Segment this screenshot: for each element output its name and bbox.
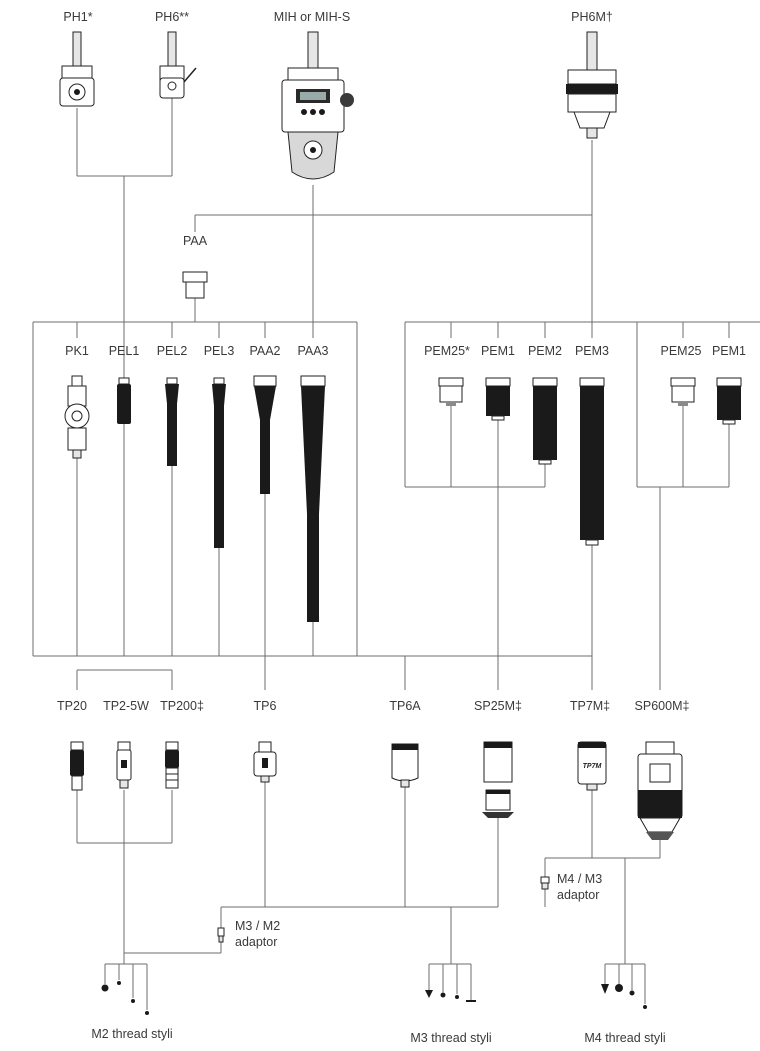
pem2-module xyxy=(532,377,558,465)
pem2-label: PEM2 xyxy=(528,344,562,358)
tp6-label: TP6 xyxy=(254,699,277,713)
m4-styli xyxy=(601,964,647,1009)
pem1-a-module xyxy=(485,377,511,421)
pem25-star-label: PEM25* xyxy=(424,344,470,358)
tp6a-probe xyxy=(391,743,419,788)
paa2-module xyxy=(253,375,277,494)
ph6-head xyxy=(159,31,197,99)
pk1-label: PK1 xyxy=(65,344,89,358)
pem25-module xyxy=(670,377,696,406)
m3-m2-adaptor-label-1: M3 / M2 xyxy=(235,919,280,933)
tp200-label: TP200‡ xyxy=(160,699,204,713)
paa3-module xyxy=(300,375,326,622)
m3-styli-label: M3 thread styli xyxy=(410,1031,491,1045)
pel2-label: PEL2 xyxy=(157,344,188,358)
pem25-star-module xyxy=(438,377,464,406)
pem25-label: PEM25 xyxy=(661,344,702,358)
m3-m2-adaptor-part xyxy=(217,927,225,943)
m3-m2-adaptor-label-2: adaptor xyxy=(235,935,277,949)
m3-styli xyxy=(425,964,476,1002)
m4-styli-label: M4 thread styli xyxy=(584,1031,665,1045)
ph6m-label: PH6M† xyxy=(571,10,613,24)
m2-styli-label: M2 thread styli xyxy=(91,1027,172,1041)
tp6-probe xyxy=(253,741,277,783)
ph1-head xyxy=(59,31,95,107)
m4-m3-adaptor-label-2: adaptor xyxy=(557,888,599,902)
ph6m-head xyxy=(566,31,618,139)
m4-m3-adaptor-label-1: M4 / M3 xyxy=(557,872,602,886)
pem1-b-module xyxy=(716,377,742,425)
paa3-label: PAA3 xyxy=(297,344,328,358)
sp600m-label: SP600M‡ xyxy=(635,699,690,713)
m2-styli xyxy=(101,964,149,1015)
ph1-label: PH1* xyxy=(63,10,92,24)
sp25m-probe xyxy=(482,741,514,818)
tp7m-probe: TP7M xyxy=(577,741,607,791)
pem3-label: PEM3 xyxy=(575,344,609,358)
sp25m-label: SP25M‡ xyxy=(474,699,522,713)
ph6-label: PH6** xyxy=(155,10,189,24)
pel1-label: PEL1 xyxy=(109,344,140,358)
pk1-module xyxy=(64,375,90,459)
pem1-b-label: PEM1 xyxy=(712,344,746,358)
tp7m-label: TP7M‡ xyxy=(570,699,610,713)
paa-adaptor xyxy=(182,271,208,299)
tp20-label: TP20 xyxy=(57,699,87,713)
tp7m-mark: TP7M xyxy=(583,763,602,770)
tp20-probe xyxy=(70,741,84,791)
labels: PH1* PH6** MIH or MIH-S PH6M† PAA PK1 PE… xyxy=(57,10,746,1045)
tp6a-label: TP6A xyxy=(389,699,421,713)
paa2-label: PAA2 xyxy=(249,344,280,358)
tp2-5w-probe xyxy=(116,741,132,789)
pem1-a-label: PEM1 xyxy=(481,344,515,358)
mih-label: MIH or MIH-S xyxy=(274,10,350,24)
pem3-module xyxy=(579,377,605,546)
paa-label: PAA xyxy=(183,234,208,248)
tp200-probe xyxy=(165,741,179,789)
pel3-module xyxy=(212,377,226,548)
pel1-module xyxy=(117,377,131,424)
pel2-module xyxy=(165,377,179,466)
tp2-5w-label: TP2-5W xyxy=(103,699,149,713)
sp600m-probe xyxy=(637,741,683,840)
m4-m3-adaptor-part xyxy=(540,876,550,890)
connector-lines xyxy=(32,98,760,965)
pel3-label: PEL3 xyxy=(204,344,235,358)
mih-head xyxy=(281,31,354,180)
